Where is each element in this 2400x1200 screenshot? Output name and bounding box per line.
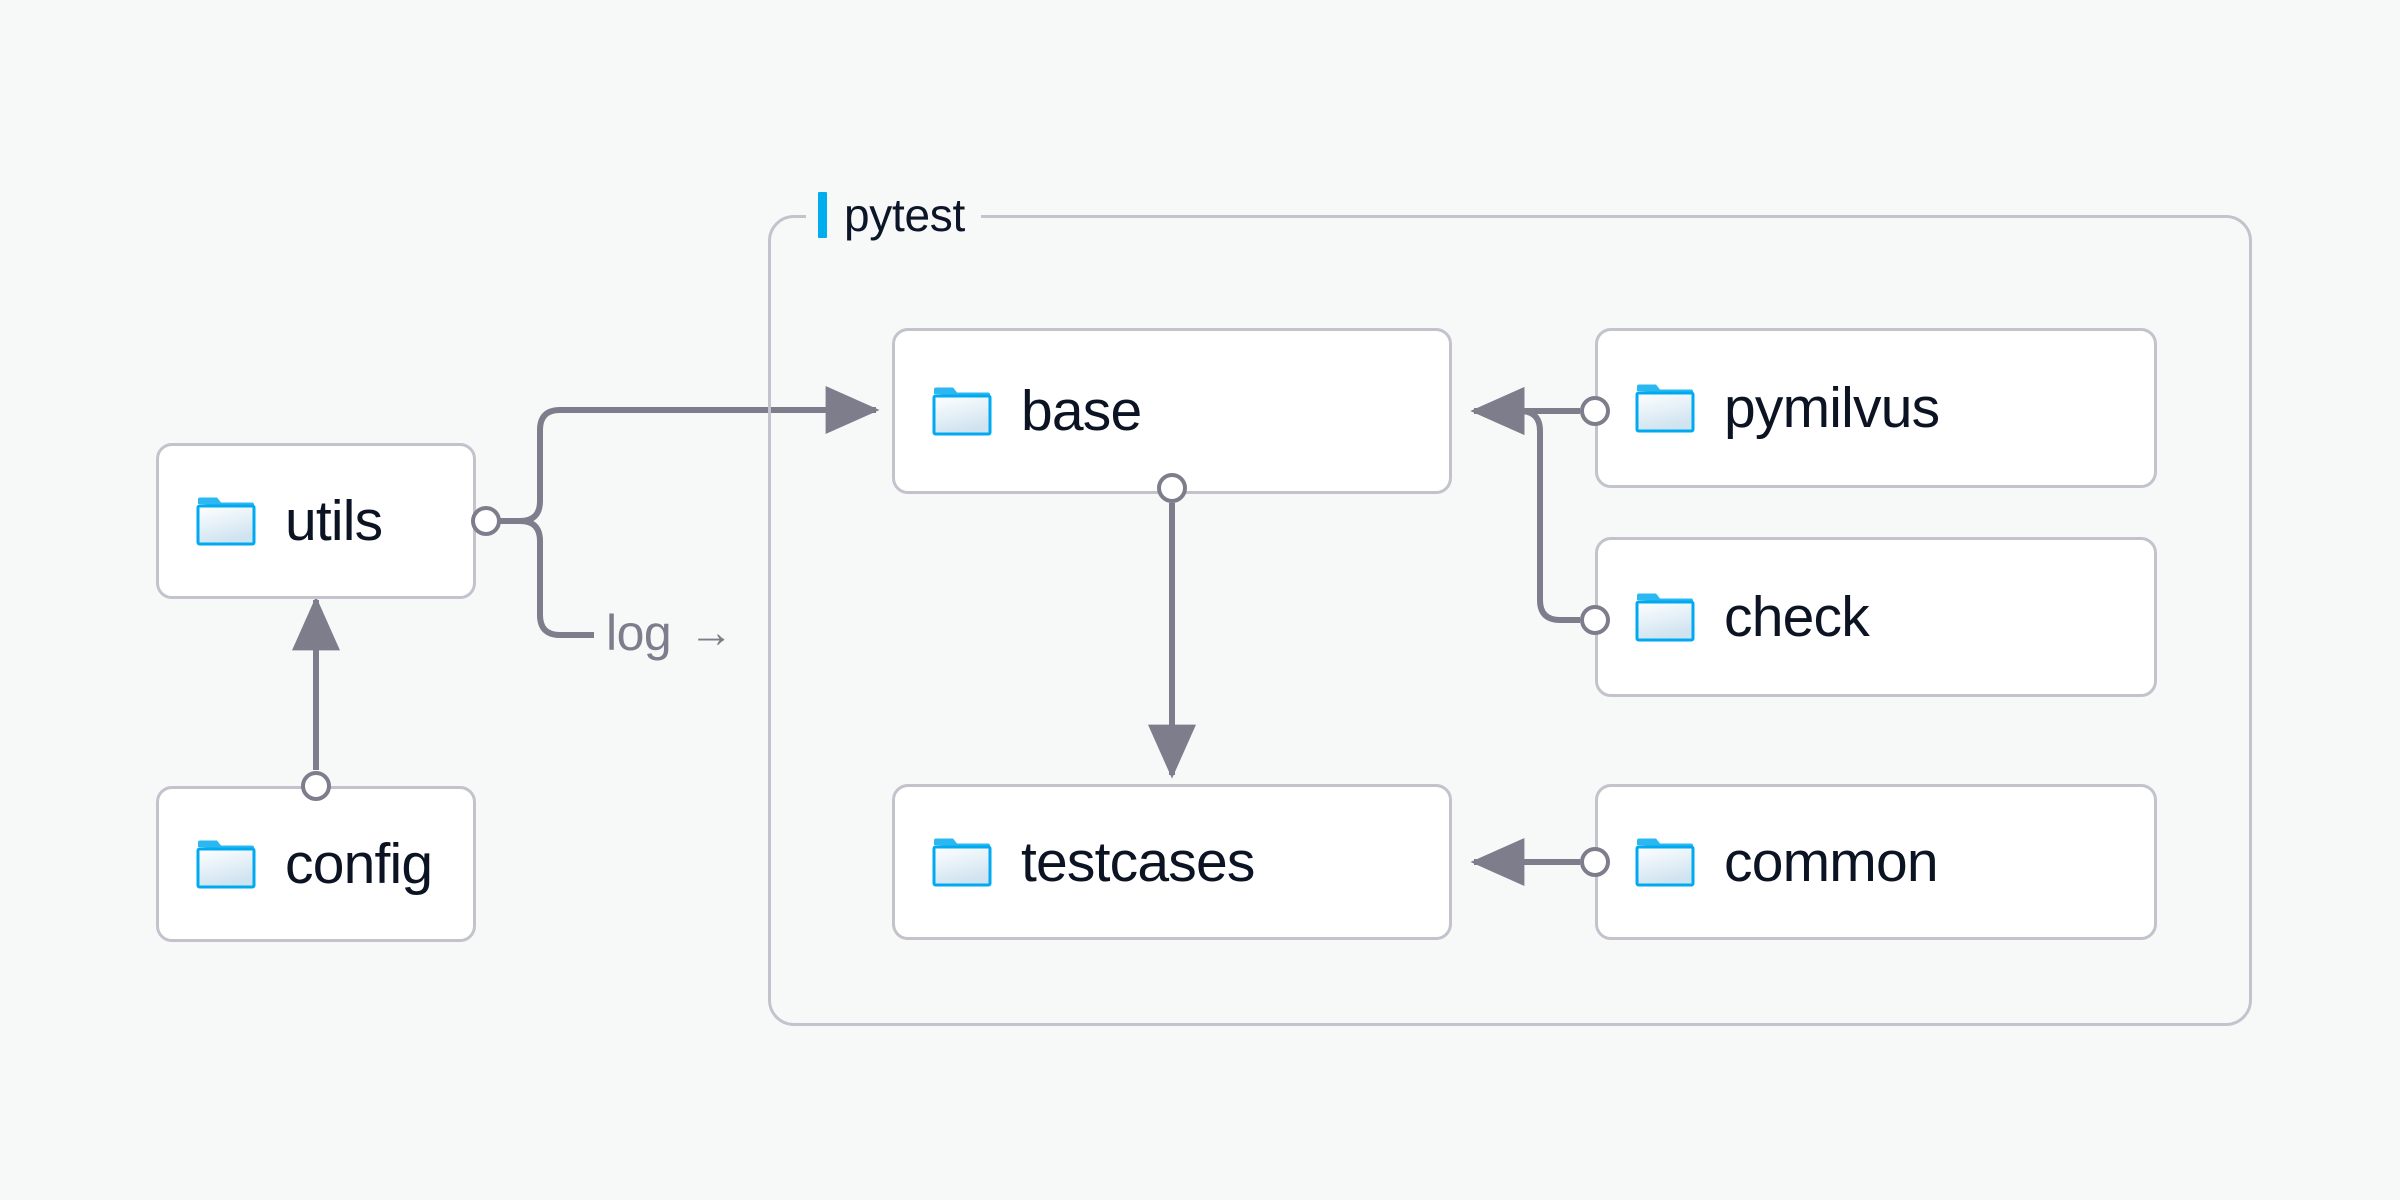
node-testcases[interactable]: testcases bbox=[892, 784, 1452, 940]
node-base[interactable]: base bbox=[892, 328, 1452, 494]
port-pymilvus-left[interactable] bbox=[1580, 396, 1610, 426]
port-utils-right[interactable] bbox=[471, 506, 501, 536]
group-pytest[interactable] bbox=[768, 215, 2252, 1026]
edge-label-log: log → bbox=[606, 608, 733, 658]
node-utils[interactable]: utils bbox=[156, 443, 476, 599]
node-common[interactable]: common bbox=[1595, 784, 2157, 940]
node-utils-label: utils bbox=[285, 488, 383, 553]
node-common-label: common bbox=[1724, 829, 1939, 894]
group-pytest-label-wrap: pytest bbox=[806, 185, 981, 245]
folder-icon bbox=[196, 840, 256, 889]
edge-utils-log bbox=[500, 518, 594, 638]
node-base-label: base bbox=[1021, 378, 1142, 443]
node-config[interactable]: config bbox=[156, 786, 476, 942]
folder-icon bbox=[1635, 838, 1695, 887]
node-pymilvus[interactable]: pymilvus bbox=[1595, 328, 2157, 488]
node-pymilvus-label: pymilvus bbox=[1724, 375, 1940, 440]
node-config-label: config bbox=[285, 831, 433, 896]
folder-icon bbox=[932, 838, 992, 887]
port-config-top[interactable] bbox=[301, 771, 331, 801]
port-common-left[interactable] bbox=[1580, 847, 1610, 877]
folder-icon bbox=[932, 387, 992, 436]
folder-icon bbox=[196, 497, 256, 546]
node-check[interactable]: check bbox=[1595, 537, 2157, 697]
folder-icon bbox=[1635, 593, 1695, 642]
node-check-label: check bbox=[1724, 584, 1870, 649]
node-testcases-label: testcases bbox=[1021, 829, 1255, 894]
group-accent-bar bbox=[818, 192, 827, 238]
folder-icon bbox=[1635, 384, 1695, 433]
group-pytest-label: pytest bbox=[844, 189, 965, 241]
port-base-bottom[interactable] bbox=[1157, 473, 1187, 503]
arrow-right-icon: → bbox=[689, 608, 733, 657]
port-check-left[interactable] bbox=[1580, 605, 1610, 635]
edge-label-log-text: log bbox=[606, 605, 672, 661]
